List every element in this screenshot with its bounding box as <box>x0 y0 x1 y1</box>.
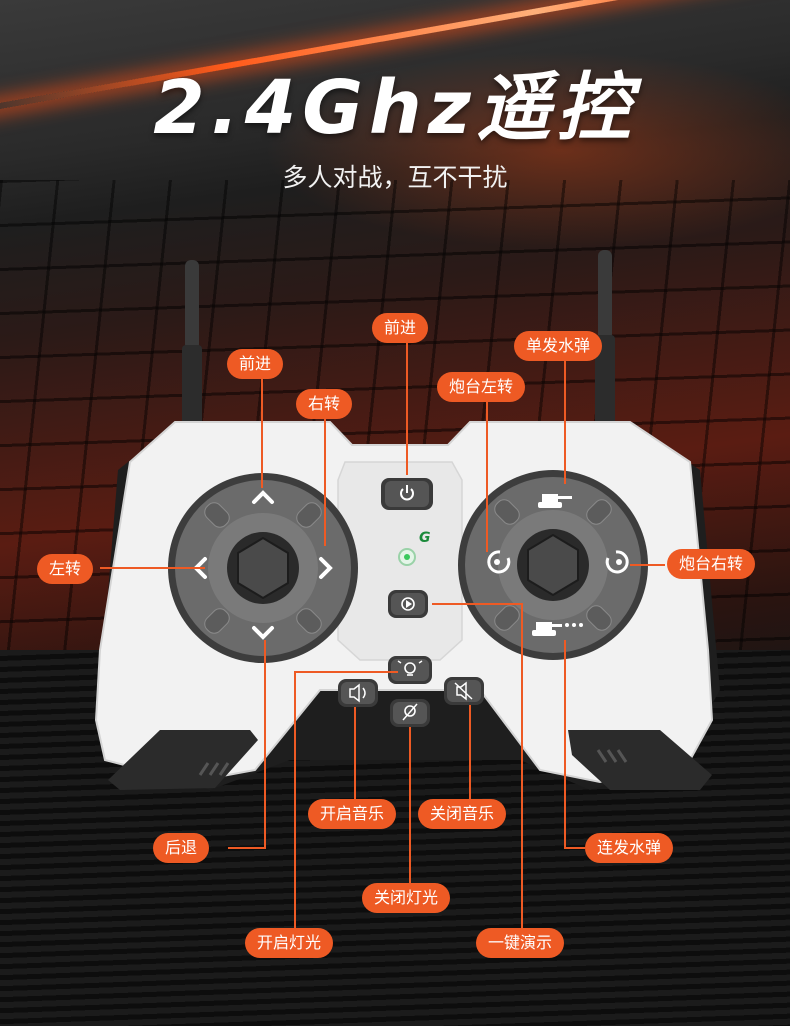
label-turn-right: 右转 <box>296 389 353 419</box>
up-arrow-icon <box>252 490 274 504</box>
left-antenna <box>182 260 202 430</box>
label-turret-left: 炮台左转 <box>437 372 526 402</box>
page-subtitle: 多人对战，互不干扰 <box>282 163 508 192</box>
demo-button[interactable] <box>388 590 428 618</box>
label-light-on: 开启灯光 <box>245 928 334 958</box>
down-arrow-icon <box>252 626 274 640</box>
label-turn-left: 左转 <box>37 554 94 584</box>
right-arrow-icon <box>319 557 333 579</box>
leader-lines <box>100 342 665 940</box>
right-turret-pad[interactable] <box>458 470 648 660</box>
power-icon <box>400 488 414 501</box>
tank-single-shot-icon <box>538 494 572 508</box>
label-music-off: 关闭音乐 <box>418 799 507 829</box>
power-button[interactable] <box>381 478 433 510</box>
right-grip <box>568 730 712 790</box>
left-direction-pad[interactable] <box>168 473 358 663</box>
tank-burst-shot-icon <box>532 622 583 636</box>
light-on-button[interactable] <box>388 656 432 684</box>
label-backward: 后退 <box>153 833 210 863</box>
label-demo: 一键演示 <box>476 928 565 958</box>
speaker-on-icon <box>349 683 360 703</box>
power-indicator-led <box>398 548 416 566</box>
rotate-right-icon <box>605 550 629 574</box>
rotate-left-icon <box>487 550 511 574</box>
label-music-on: 开启音乐 <box>308 799 397 829</box>
music-off-button[interactable] <box>444 677 484 705</box>
label-forward-center: 前进 <box>372 313 429 343</box>
light-off-button[interactable] <box>390 699 430 727</box>
label-light-off: 关闭灯光 <box>362 883 451 913</box>
page-title: 2.4Ghz遥控 <box>153 65 637 151</box>
bulb-icon <box>404 662 416 674</box>
right-antenna <box>595 250 615 430</box>
speaker-mute-icon <box>456 681 467 701</box>
label-burst-shot: 连发水弹 <box>585 833 674 863</box>
music-on-button[interactable] <box>338 679 378 707</box>
play-icon <box>401 597 415 611</box>
left-grip <box>108 730 258 790</box>
label-forward-left: 前进 <box>227 349 284 379</box>
brand-logo: G <box>419 530 431 546</box>
bulb-off-icon <box>404 705 416 717</box>
label-single-shot: 单发水弹 <box>514 331 603 361</box>
label-turret-right: 炮台右转 <box>667 549 756 579</box>
